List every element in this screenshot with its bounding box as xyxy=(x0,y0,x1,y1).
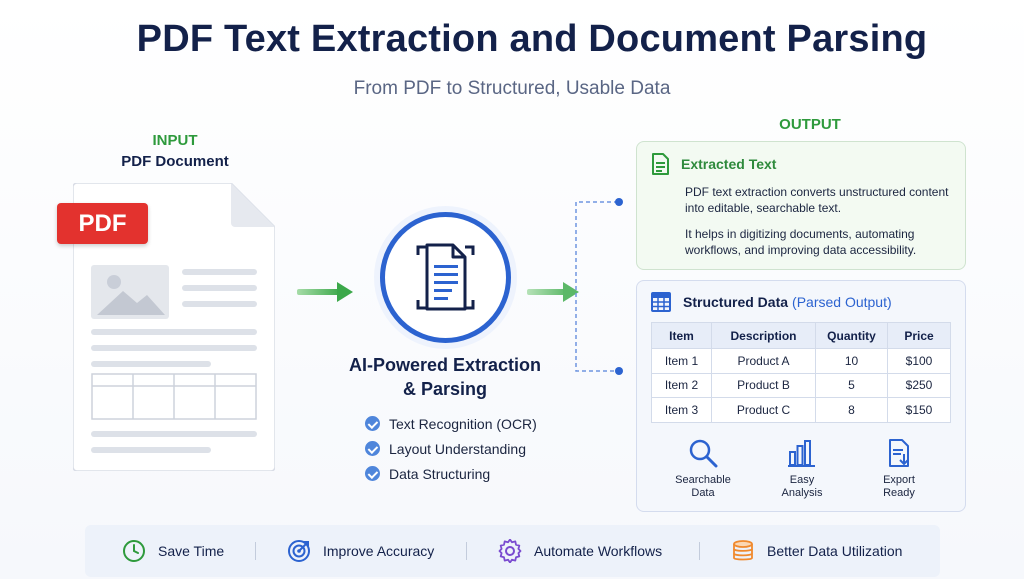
divider xyxy=(255,542,256,560)
page-subtitle: From PDF to Structured, Usable Data xyxy=(353,78,671,99)
divider xyxy=(466,542,467,560)
structured-data-card: Structured Data (Parsed Output) Item Des… xyxy=(636,280,966,512)
table-cell: $100 xyxy=(887,348,951,374)
feature-label: Layout Understanding xyxy=(389,440,526,457)
pdf-document-illustration xyxy=(73,183,275,471)
check-icon xyxy=(365,466,380,481)
parsed-data-table: Item Description Quantity Price Item 1 P… xyxy=(651,322,951,423)
check-icon xyxy=(365,441,380,456)
feature-label: Data Structuring xyxy=(389,465,491,482)
dashed-connector xyxy=(575,198,623,375)
table-header-row: Item Description Quantity Price xyxy=(651,322,951,349)
table-cell: Item 3 xyxy=(651,397,712,423)
table-cell: Product B xyxy=(711,372,816,398)
arrow-right-icon xyxy=(527,282,579,302)
process-title: AI-Powered Extraction & Parsing xyxy=(330,353,560,401)
table-grid-icon xyxy=(651,292,671,312)
benefits-bar: Save Time Improve Accuracy Automate Work… xyxy=(85,525,940,577)
process-title-line2: & Parsing xyxy=(402,379,488,399)
feature-item: Data Structuring xyxy=(365,461,537,486)
column-header: Item xyxy=(651,322,712,349)
table-cell: Item 2 xyxy=(651,372,712,398)
structured-data-suffix: (Parsed Output) xyxy=(792,294,892,310)
document-icon xyxy=(652,153,669,175)
bar-item-improve-accuracy: Improve Accuracy xyxy=(287,539,434,563)
table-cell: Item 1 xyxy=(651,348,712,374)
benefit-label: Ready xyxy=(883,487,915,499)
extracted-text-title: Extracted Text xyxy=(681,156,777,172)
benefit-analysis: Easy Analysis xyxy=(762,438,842,500)
benefit-label: Analysis xyxy=(781,487,823,499)
ai-processing-circle xyxy=(380,212,511,343)
input-header: INPUT PDF Document xyxy=(100,132,250,170)
table-cell: 8 xyxy=(815,397,888,423)
table-cell: Product C xyxy=(711,397,816,423)
input-sublabel: PDF Document xyxy=(121,153,229,170)
benefit-label: Searchable xyxy=(675,474,731,486)
bar-item-label: Automate Workflows xyxy=(534,543,663,559)
bar-item-save-time: Save Time xyxy=(122,539,224,563)
column-header: Price xyxy=(887,322,951,349)
divider xyxy=(699,542,700,560)
bar-item-automate-workflows: Automate Workflows xyxy=(498,539,662,563)
table-row: Item 1 Product A 10 $100 xyxy=(651,348,951,374)
page-title: PDF Text Extraction and Document Parsing xyxy=(136,18,928,60)
feature-item: Text Recognition (OCR) xyxy=(365,411,537,436)
table-row: Item 3 Product C 8 $150 xyxy=(651,397,951,423)
extracted-text-card: Extracted Text PDF text extraction conve… xyxy=(636,141,966,270)
bar-item-label: Save Time xyxy=(158,543,225,559)
table-cell: $150 xyxy=(887,397,951,423)
target-icon xyxy=(288,540,310,562)
table-cell: $250 xyxy=(887,372,951,398)
extracted-text-paragraph: PDF text extraction converts unstructure… xyxy=(685,185,949,215)
document-scan-icon xyxy=(416,243,475,311)
table-cell: Product A xyxy=(711,348,816,374)
clock-icon xyxy=(123,540,145,562)
column-header: Quantity xyxy=(815,322,888,349)
bar-item-label: Improve Accuracy xyxy=(323,543,435,559)
bar-item-label: Better Data Utilization xyxy=(767,543,903,559)
arrow-right-icon xyxy=(297,282,353,302)
structured-data-title: Structured Data xyxy=(683,294,789,310)
input-label: INPUT xyxy=(152,132,198,149)
export-document-icon xyxy=(889,439,909,467)
table-cell: 5 xyxy=(815,372,888,398)
check-icon xyxy=(365,416,380,431)
bar-item-better-data: Better Data Utilization xyxy=(731,539,902,563)
feature-label: Text Recognition (OCR) xyxy=(389,415,537,432)
benefit-label: Easy xyxy=(789,474,815,486)
feature-item: Layout Understanding xyxy=(365,436,537,461)
gear-icon xyxy=(498,539,522,563)
column-header: Description xyxy=(711,322,816,349)
benefit-searchable: Searchable Data xyxy=(663,438,743,500)
table-row: Item 2 Product B 5 $250 xyxy=(651,372,951,398)
benefit-label: Export xyxy=(883,474,915,486)
bar-chart-icon xyxy=(788,440,815,467)
feature-list: Text Recognition (OCR) Layout Understand… xyxy=(365,411,537,486)
benefit-export: Export Ready xyxy=(859,438,939,500)
magnifier-icon xyxy=(689,439,718,468)
pdf-badge: PDF xyxy=(57,203,148,244)
output-label: OUTPUT xyxy=(779,116,841,133)
benefit-label: Data xyxy=(691,487,715,499)
extracted-text-paragraph: It helps in digitizing documents, automa… xyxy=(685,227,917,257)
database-icon xyxy=(733,540,753,561)
table-cell: 10 xyxy=(815,348,888,374)
process-title-line1: AI-Powered Extraction xyxy=(348,355,542,375)
